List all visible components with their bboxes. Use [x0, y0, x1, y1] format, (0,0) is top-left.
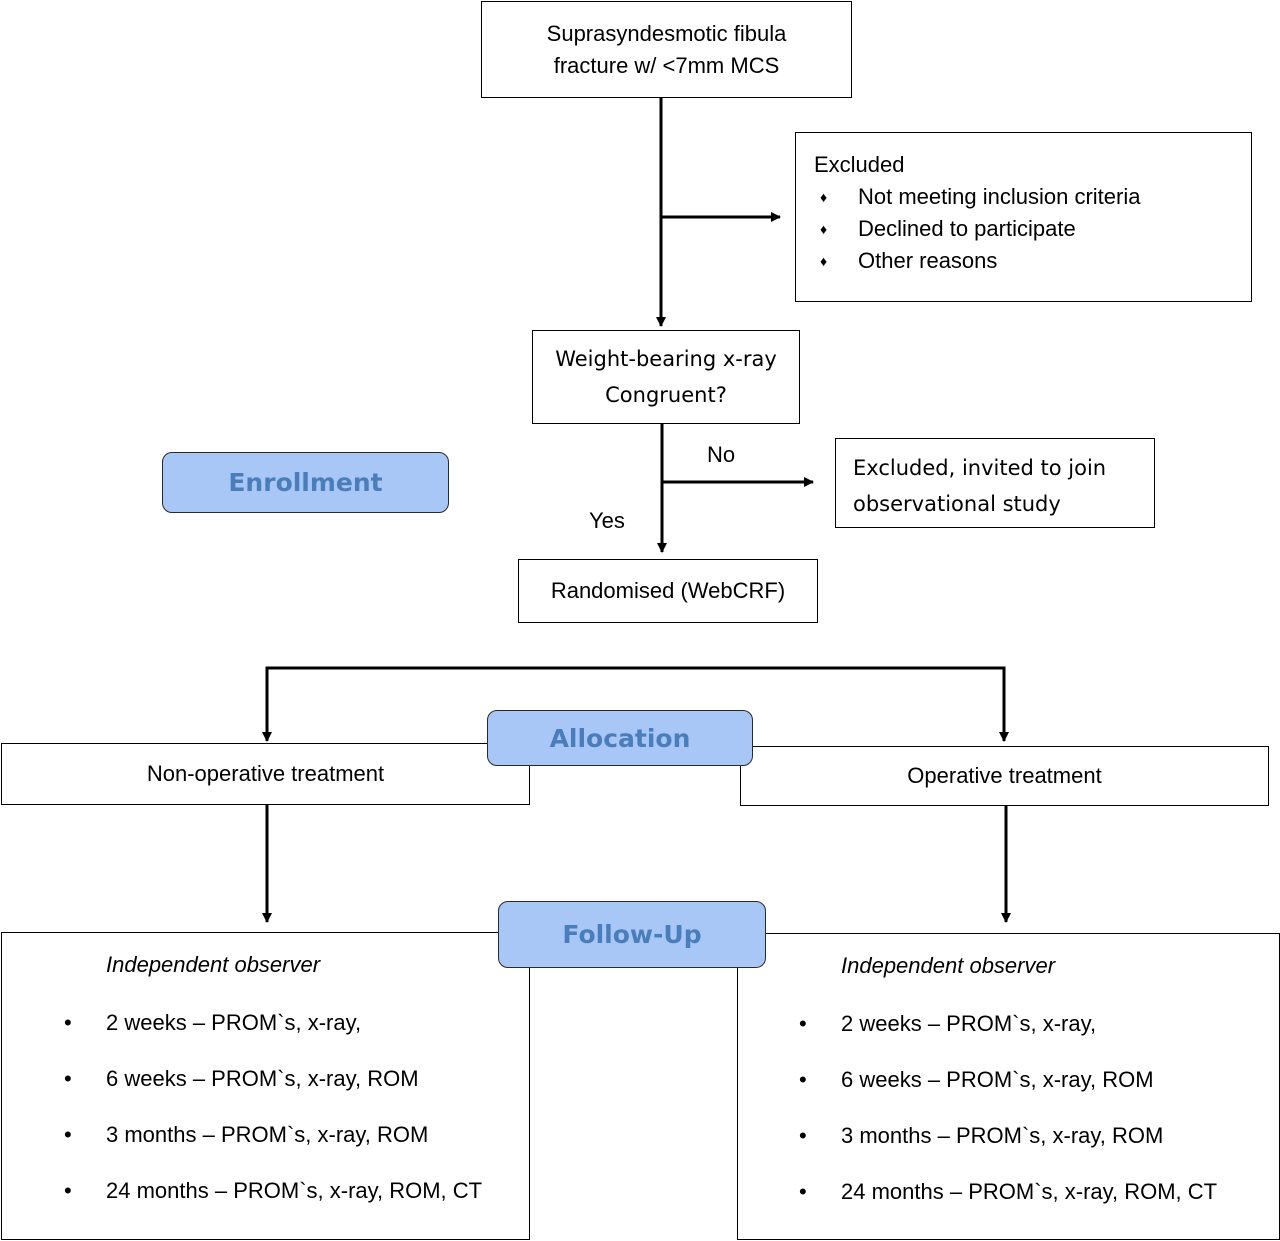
- weight-bearing-line1: Weight-bearing x-ray: [555, 347, 777, 371]
- excluded-list: ♦Not meeting inclusion criteria ♦Decline…: [814, 181, 1251, 277]
- non-operative-box: Non-operative treatment: [1, 743, 530, 805]
- bullet-dot-icon: •: [799, 1067, 807, 1092]
- excluded-observational-line1: Excluded, invited to join: [853, 456, 1107, 480]
- followup-right-box: Independent observer •2 weeks – PROM`s, …: [737, 933, 1280, 1240]
- start-box: Suprasyndesmotic fibula fracture w/ <7mm…: [481, 1, 852, 98]
- allocation-stage-label: Allocation: [487, 710, 753, 766]
- excluded-item: ♦Not meeting inclusion criteria: [814, 181, 1251, 213]
- start-line2: fracture w/ <7mm MCS: [553, 52, 780, 78]
- followup-right-item: •24 months – PROM`s, x-ray, ROM, CT: [799, 1164, 1279, 1220]
- start-line1: Suprasyndesmotic fibula: [546, 20, 787, 46]
- bullet-dot-icon: •: [64, 1010, 72, 1035]
- branch-no-label: No: [707, 442, 736, 467]
- weight-bearing-box: Weight-bearing x-ray Congruent?: [532, 330, 800, 424]
- followup-left-item: •3 months – PROM`s, x-ray, ROM: [64, 1107, 529, 1163]
- operative-label: Operative treatment: [907, 763, 1102, 788]
- followup-right-list: •2 weeks – PROM`s, x-ray, •6 weeks – PRO…: [799, 996, 1279, 1220]
- enrollment-stage-label: Enrollment: [162, 452, 449, 513]
- diamond-bullet-icon: ♦: [820, 189, 828, 205]
- diamond-bullet-icon: ♦: [820, 253, 828, 269]
- non-operative-label: Non-operative treatment: [146, 761, 385, 786]
- allocation-split-line: [265, 666, 1006, 741]
- followup-right-item: •6 weeks – PROM`s, x-ray, ROM: [799, 1052, 1279, 1108]
- excluded-observational-box: Excluded, invited to join observational …: [835, 438, 1155, 528]
- excluded-item: ♦Declined to participate: [814, 213, 1251, 245]
- diamond-bullet-icon: ♦: [820, 221, 828, 237]
- followup-left-observer: Independent observer: [106, 952, 321, 977]
- bullet-dot-icon: •: [64, 1066, 72, 1091]
- randomised-box: Randomised (WebCRF): [518, 559, 818, 623]
- followup-stage-label: Follow-Up: [498, 901, 766, 968]
- bullet-dot-icon: •: [799, 1179, 807, 1204]
- branch-yes-label: Yes: [589, 508, 625, 533]
- followup-right-item: •2 weeks – PROM`s, x-ray,: [799, 996, 1279, 1052]
- randomised-label: Randomised (WebCRF): [550, 578, 786, 603]
- excluded-observational-line2: observational study: [853, 492, 1061, 516]
- excluded-box: Excluded ♦Not meeting inclusion criteria…: [795, 132, 1252, 302]
- followup-left-item: •24 months – PROM`s, x-ray, ROM, CT: [64, 1163, 529, 1219]
- bullet-dot-icon: •: [64, 1178, 72, 1203]
- followup-right-observer: Independent observer: [841, 953, 1056, 978]
- weight-bearing-line2: Congruent?: [605, 383, 727, 407]
- excluded-item: ♦Other reasons: [814, 245, 1251, 277]
- followup-left-item: •6 weeks – PROM`s, x-ray, ROM: [64, 1051, 529, 1107]
- bullet-dot-icon: •: [799, 1011, 807, 1036]
- followup-right-item: •3 months – PROM`s, x-ray, ROM: [799, 1108, 1279, 1164]
- excluded-title: Excluded: [814, 152, 905, 177]
- bullet-dot-icon: •: [799, 1123, 807, 1148]
- bullet-dot-icon: •: [64, 1122, 72, 1147]
- operative-box: Operative treatment: [740, 746, 1269, 806]
- followup-left-item: •2 weeks – PROM`s, x-ray,: [64, 995, 529, 1051]
- followup-left-box: Independent observer •2 weeks – PROM`s, …: [1, 932, 530, 1240]
- followup-left-list: •2 weeks – PROM`s, x-ray, •6 weeks – PRO…: [64, 995, 529, 1219]
